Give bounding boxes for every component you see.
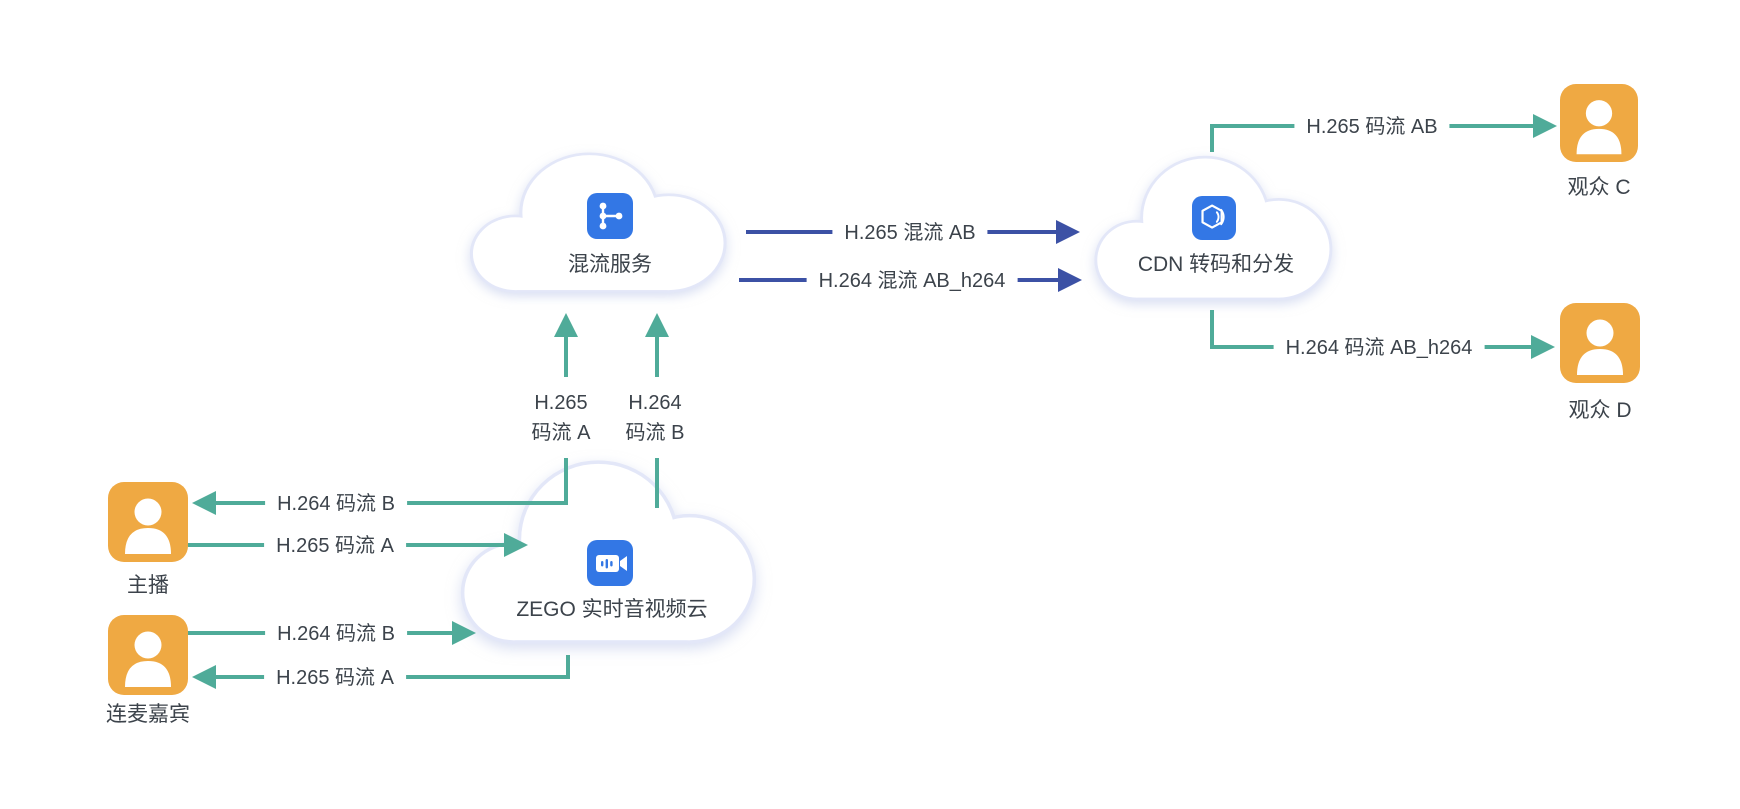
edge-label-anchor-to-zego: H.265 码流 A: [264, 529, 406, 563]
guest-avatar: [108, 615, 188, 695]
edge-label-cdn-to-audience-d: H.264 码流 AB_h264: [1273, 331, 1485, 365]
edge-label-guest-to-zego: H.264 码流 B: [265, 617, 407, 651]
person-icon: [1577, 319, 1623, 375]
edge-label-mix-to-cdn-h265: H.265 混流 AB: [832, 216, 988, 250]
audience-d-avatar: [1560, 303, 1640, 383]
cdn-transcode-icon: [1192, 196, 1236, 240]
anchor-label: 主播: [127, 574, 169, 597]
edge-label-cdn-to-audience-c: H.265 码流 AB: [1294, 110, 1450, 144]
person-icon: [125, 498, 171, 554]
edge-label-zego-to-mix-b: H.264 码流 B: [625, 392, 685, 444]
video-camera-icon-glyph: [596, 555, 627, 572]
stream-mix-icon: [587, 193, 633, 239]
person-icon: [1576, 100, 1622, 155]
audience-c-label: 观众 C: [1567, 176, 1631, 199]
edge-label-mix-to-cdn-h264: H.264 混流 AB_h264: [806, 264, 1018, 298]
video-camera-icon: [587, 540, 633, 586]
cdn-transcode-icon-glyph: [1201, 204, 1225, 229]
cdn-title: CDN 转码和分发: [1137, 253, 1295, 276]
guest-label: 连麦嘉宾: [106, 703, 190, 726]
person-icon: [125, 631, 171, 687]
edge-label-zego-to-anchor: H.264 码流 B: [265, 487, 407, 521]
edge-label-zego-to-mix-a: H.265 码流 A: [531, 392, 591, 444]
edge-label-zego-to-guest: H.265 码流 A: [264, 661, 406, 695]
stream-mix-icon-glyph: [599, 202, 623, 230]
audience-c-avatar: [1560, 84, 1638, 162]
mix-service-title: 混流服务: [568, 253, 652, 276]
zego-cloud-title: ZEGO 实时音视频云: [516, 598, 708, 621]
anchor-avatar: [108, 482, 188, 562]
audience-d-label: 观众 D: [1568, 399, 1632, 422]
